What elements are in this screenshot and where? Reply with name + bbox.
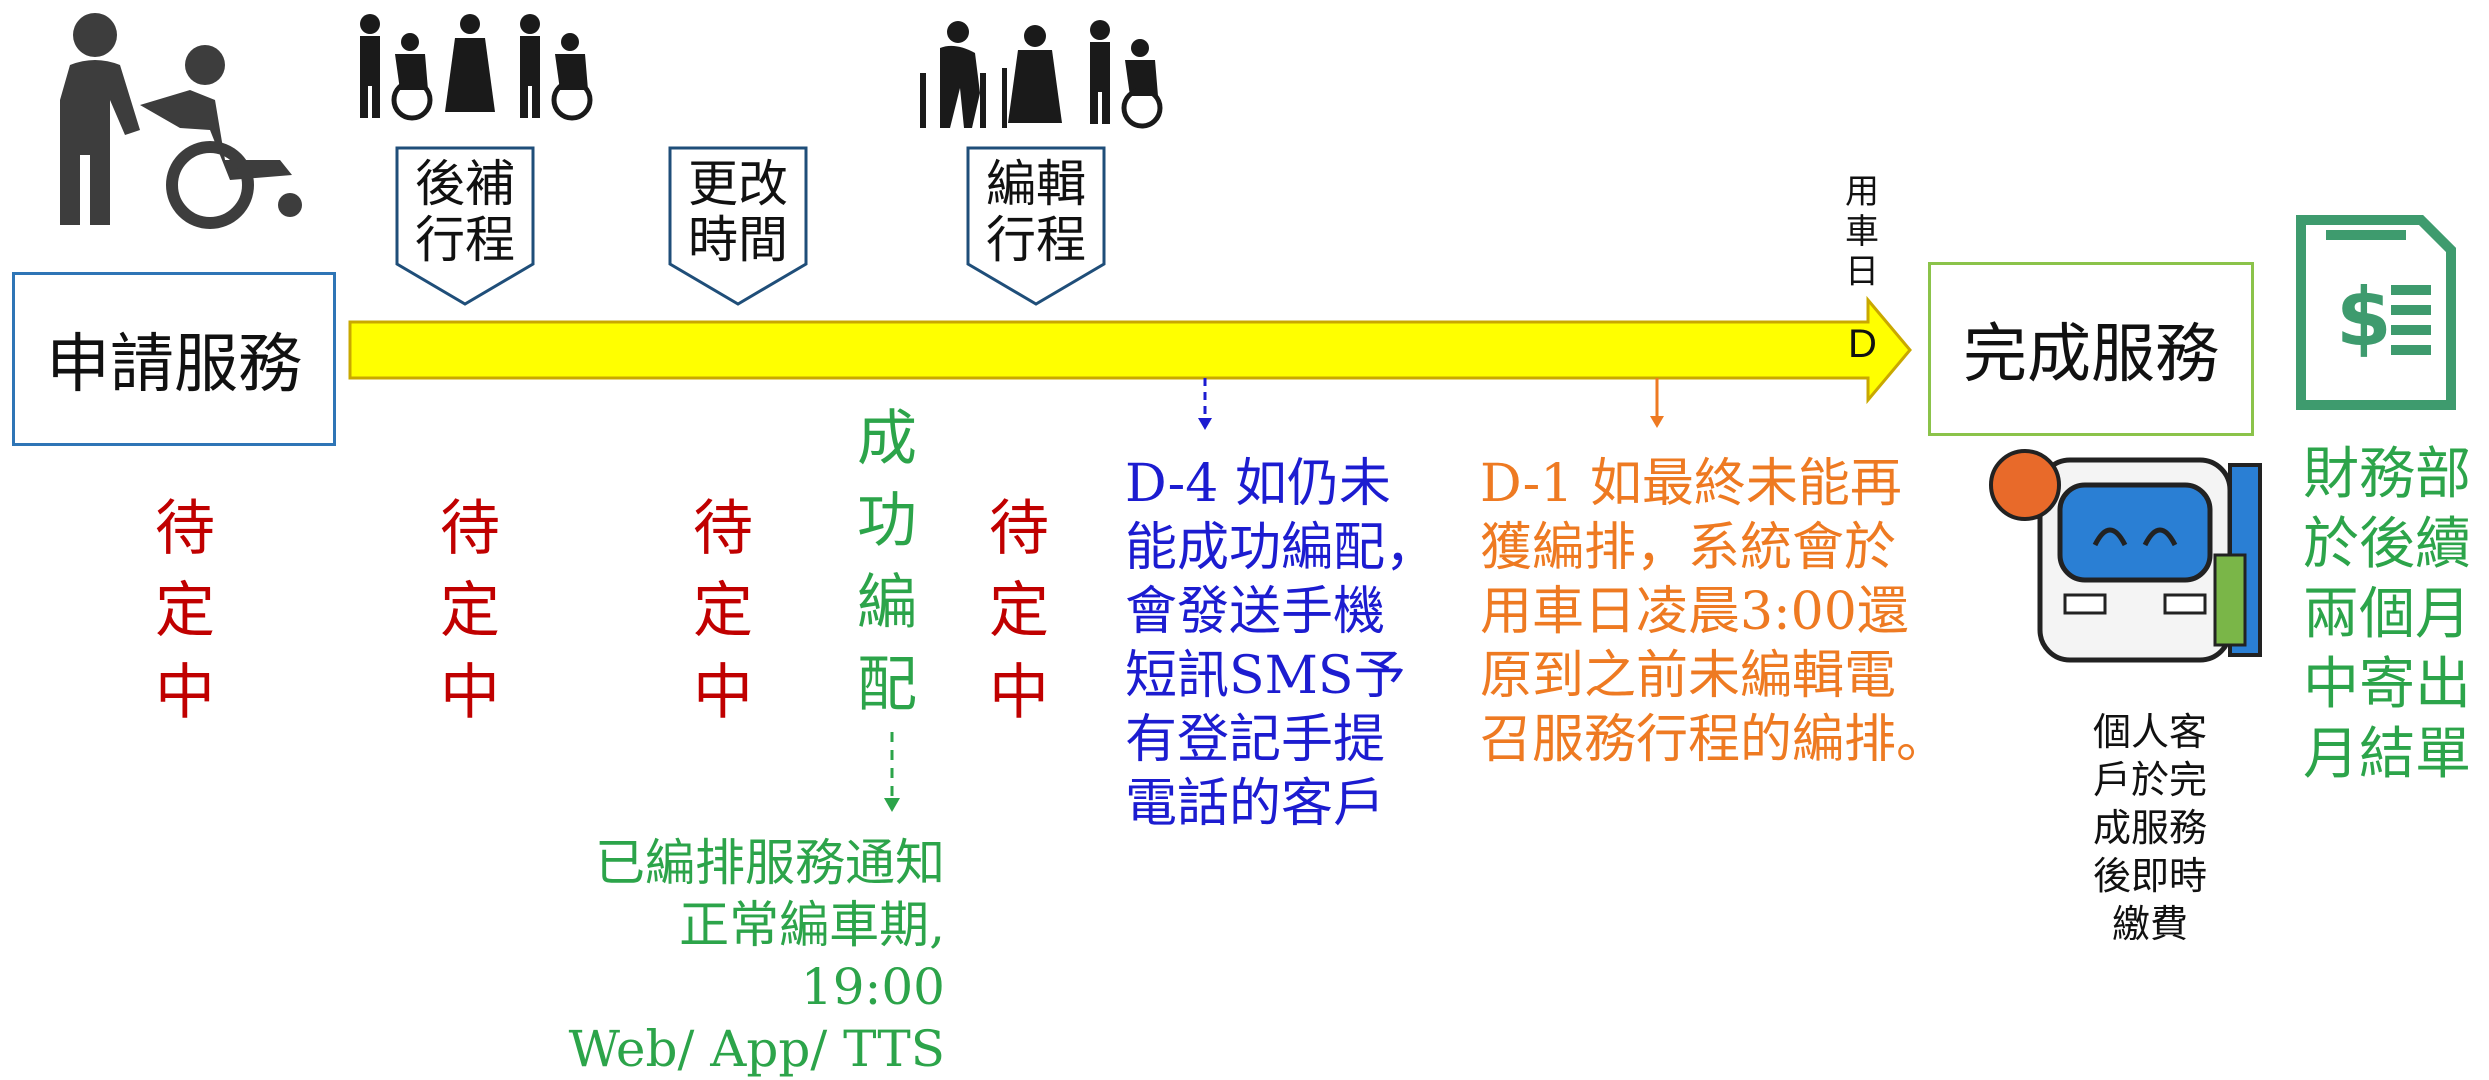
start-box-label: 申請服務 bbox=[46, 328, 302, 402]
tag-shape-3 bbox=[966, 146, 1106, 306]
caregiver-wheelchair-icon bbox=[60, 13, 302, 229]
tag-shape-2 bbox=[668, 146, 808, 306]
timeline-arrow bbox=[348, 295, 1912, 812]
svg-text:$: $ bbox=[2336, 271, 2392, 364]
status-pending-1: 待 定 中 bbox=[155, 494, 215, 728]
tag-label-backfill: 後補 行程 bbox=[415, 155, 515, 269]
bus-driver-icon bbox=[1989, 449, 2262, 663]
start-box: 申請服務 bbox=[12, 272, 336, 446]
status-pending-3: 待 定 中 bbox=[693, 494, 753, 728]
use-day-label: 用 車 日 bbox=[1845, 172, 1879, 292]
tag-shape-1 bbox=[395, 146, 535, 306]
status-pending-2: 待 定 中 bbox=[440, 494, 500, 728]
status-matched: 成 功 編 配 bbox=[857, 404, 917, 720]
finance-note: 財務部 於後續 兩個月 中寄出 月結單 bbox=[2303, 442, 2471, 787]
status-pending-4: 待 定 中 bbox=[989, 494, 1049, 728]
notice-blue: D-4 如仍未 能成功編配， 會發送手機 短訊SMS予 有登記手提 電話的客戶 bbox=[1125, 454, 1438, 834]
day-marker: D bbox=[1848, 322, 1877, 366]
notice-orange: D-1 如最終未能再 獲編排，系統會於 用車日凌晨3:00還 原到之前未編輯電 … bbox=[1480, 454, 1949, 770]
notice-green: 已編排服務通知 正常編車期, 19:00 Web/ App/ TTS bbox=[568, 834, 945, 1078]
end-box-label: 完成服務 bbox=[1963, 318, 2219, 392]
personal-payment-note: 個人客 戶於完 成服務 後即時 繳費 bbox=[2092, 710, 2207, 946]
end-box: 完成服務 bbox=[1928, 262, 2254, 436]
elderly-icons-group-2 bbox=[920, 20, 1163, 129]
invoice-icon: $ bbox=[2296, 215, 2456, 410]
tag-label-change-time: 更改 時間 bbox=[688, 155, 788, 269]
tag-label-edit-trip: 編輯 行程 bbox=[986, 155, 1086, 269]
elderly-icons-group-1 bbox=[360, 14, 593, 121]
